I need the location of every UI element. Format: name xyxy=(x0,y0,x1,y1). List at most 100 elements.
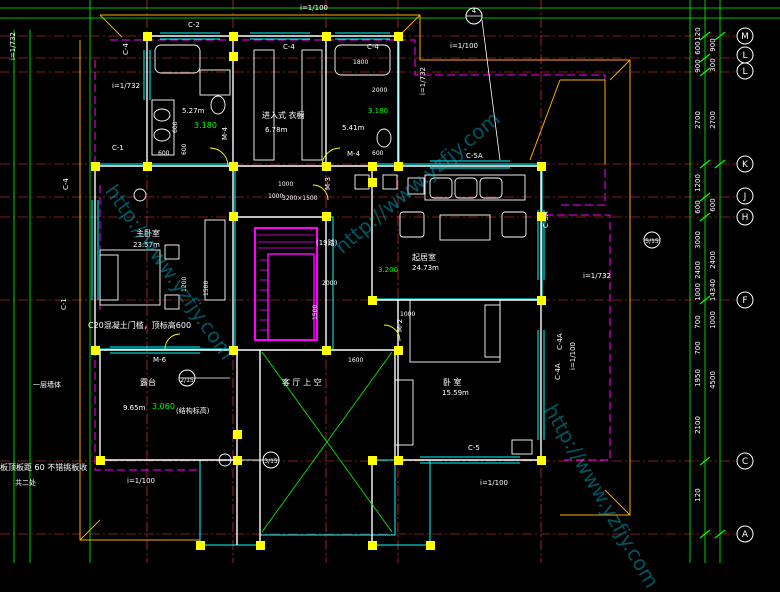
fixture-dim-5: 1800 xyxy=(353,59,368,66)
dimension-ticks xyxy=(699,31,726,539)
dim-outer-0: 900 xyxy=(709,38,717,51)
room-master-name: 主卧室 xyxy=(136,228,160,238)
dim-inner-9: 700 xyxy=(694,315,702,328)
detail-tag-0: 2/15 xyxy=(180,377,194,384)
dim-inner-8: 1000 xyxy=(694,283,702,301)
axis-label-m: M xyxy=(741,32,749,42)
dim-outer-6: 4500 xyxy=(709,371,717,389)
tag-1: C-4 xyxy=(283,43,295,51)
axis-label-top: 4 xyxy=(472,7,477,15)
floor-plan-drawing: MLLKJHFCA4120600900270012006003000240010… xyxy=(0,0,780,563)
room-closet-area: 6.78m xyxy=(265,126,288,134)
slope-label-0: i=1/100 xyxy=(300,4,328,12)
fixture-dim-13: 1000 xyxy=(400,311,415,318)
room-terrace-elev: 3.060 xyxy=(152,402,175,411)
tag-12: M-4 xyxy=(221,126,229,140)
slope-label-1: i=1/100 xyxy=(450,42,478,50)
tag-8: C-4A xyxy=(556,333,564,350)
fixture-dim-3: 600 xyxy=(372,150,384,157)
axis-label-f: F xyxy=(742,296,747,306)
axis-label-k: K xyxy=(742,160,749,170)
room-void-name: 客 厅 上 空 xyxy=(282,377,322,387)
room-bedroom-name: 卧 室 xyxy=(443,377,462,387)
dim-inner-12: 2100 xyxy=(694,416,702,434)
dim-outer-5: 1000 xyxy=(709,311,717,329)
dim-inner-4: 1200 xyxy=(694,174,702,192)
floor-count-note: 共二处 xyxy=(15,478,36,487)
void-cross xyxy=(261,351,393,533)
labels: MLLKJHFCA4120600900270012006003000240010… xyxy=(0,4,749,540)
slope-label-2: i=1/732 xyxy=(112,82,140,90)
wall-outlines xyxy=(94,35,543,546)
dim-outer-4: 2400 xyxy=(709,251,717,269)
slope-label-4: i=1/732 xyxy=(419,67,427,95)
detail-tag-2: 5/15 xyxy=(645,238,659,245)
dim-inner-7: 2400 xyxy=(694,261,702,279)
dimension-lines xyxy=(0,0,780,563)
detail-bubble-lines xyxy=(179,15,660,461)
fixture-dim-11: 1200 xyxy=(181,277,188,292)
fixture-dim-2: 600 xyxy=(181,143,188,155)
axis-label-l: L xyxy=(742,67,747,77)
slope-label-5: i=1/732 xyxy=(583,272,611,280)
tag-15: M-6 xyxy=(153,356,167,364)
tag-14: M-2 xyxy=(396,319,404,332)
dim-inner-11: 1950 xyxy=(694,369,702,387)
axis-label-c: C xyxy=(742,457,748,467)
stair-steps: (19踏) xyxy=(316,238,338,247)
room-bedroom-area: 15.59m xyxy=(442,389,469,397)
dim-outer-1: 300 xyxy=(709,58,717,71)
fixture-dim-12: 1500 xyxy=(203,281,210,296)
fixture-dim-4: 2000 xyxy=(372,87,387,94)
room-study-elev: 3.200 xyxy=(378,266,398,274)
slope-label-3: i=1/732 xyxy=(9,32,17,60)
windows xyxy=(91,32,545,464)
dim-outer-3: 600 xyxy=(709,198,717,211)
room-bath1-elev: 3.180 xyxy=(194,121,217,130)
dim-outer-7: 14340 xyxy=(709,279,717,301)
dim-inner-10: 700 xyxy=(694,341,702,354)
room-terrace-note: (结构标高) xyxy=(176,406,210,415)
slab-note: 板顶板距 60 不错挑板收 xyxy=(0,462,87,472)
dim-inner-1: 600 xyxy=(694,41,702,54)
tag-7: C-3A xyxy=(542,211,550,228)
tag-4: C-1 xyxy=(112,144,124,152)
room-bath2-elev: 3.180 xyxy=(368,107,388,115)
room-study-area: 24.73m xyxy=(412,264,439,272)
tag-0: C-2 xyxy=(188,21,200,29)
fixture-dim-9: 2000 xyxy=(322,280,337,287)
tag-16: M-3 xyxy=(324,177,332,190)
axis-label-j: J xyxy=(743,192,747,202)
tag-13: M-4 xyxy=(347,150,361,158)
tag-10: C-5 xyxy=(468,444,480,452)
slope-label-7: i=1/100 xyxy=(480,479,508,487)
tag-3: C-4 xyxy=(122,43,130,55)
detail-tag-1: 3/15 xyxy=(264,458,278,465)
lintel-note: C20混凝土门槛，顶标高600 xyxy=(88,320,191,330)
dim-inner-0: 120 xyxy=(694,27,702,40)
slope-label-8: i=1/100 xyxy=(127,477,155,485)
furniture xyxy=(99,44,533,467)
dim-outer-2: 2700 xyxy=(709,111,717,129)
fixture-dim-10: 1500 xyxy=(312,305,319,320)
axis-lines xyxy=(0,0,735,563)
lower-wall-note: 一层墙体 xyxy=(33,380,61,389)
axis-bubbles xyxy=(178,7,754,543)
axis-label-h: H xyxy=(742,213,749,223)
dim-inner-6: 3000 xyxy=(694,231,702,249)
stair xyxy=(254,227,318,341)
tag-5: C-4 xyxy=(62,178,70,190)
dim-inner-2: 900 xyxy=(694,59,702,72)
tag-6: C-5A xyxy=(466,152,483,160)
dim-inner-3: 2700 xyxy=(694,111,702,129)
room-study-name: 起居室 xyxy=(412,252,436,262)
fixture-dim-8: 1600 xyxy=(348,357,363,364)
dim-inner-13: 120 xyxy=(694,488,702,501)
room-terrace-name: 露台 xyxy=(140,377,156,387)
room-closet-name: 进入式 衣橱 xyxy=(262,110,305,120)
fixture-dim-0: 600 xyxy=(158,150,170,157)
tag-2: C-4 xyxy=(367,43,379,51)
room-bath2-area: 5.41m xyxy=(342,124,365,132)
slope-label-6: i=1/100 xyxy=(569,342,577,370)
